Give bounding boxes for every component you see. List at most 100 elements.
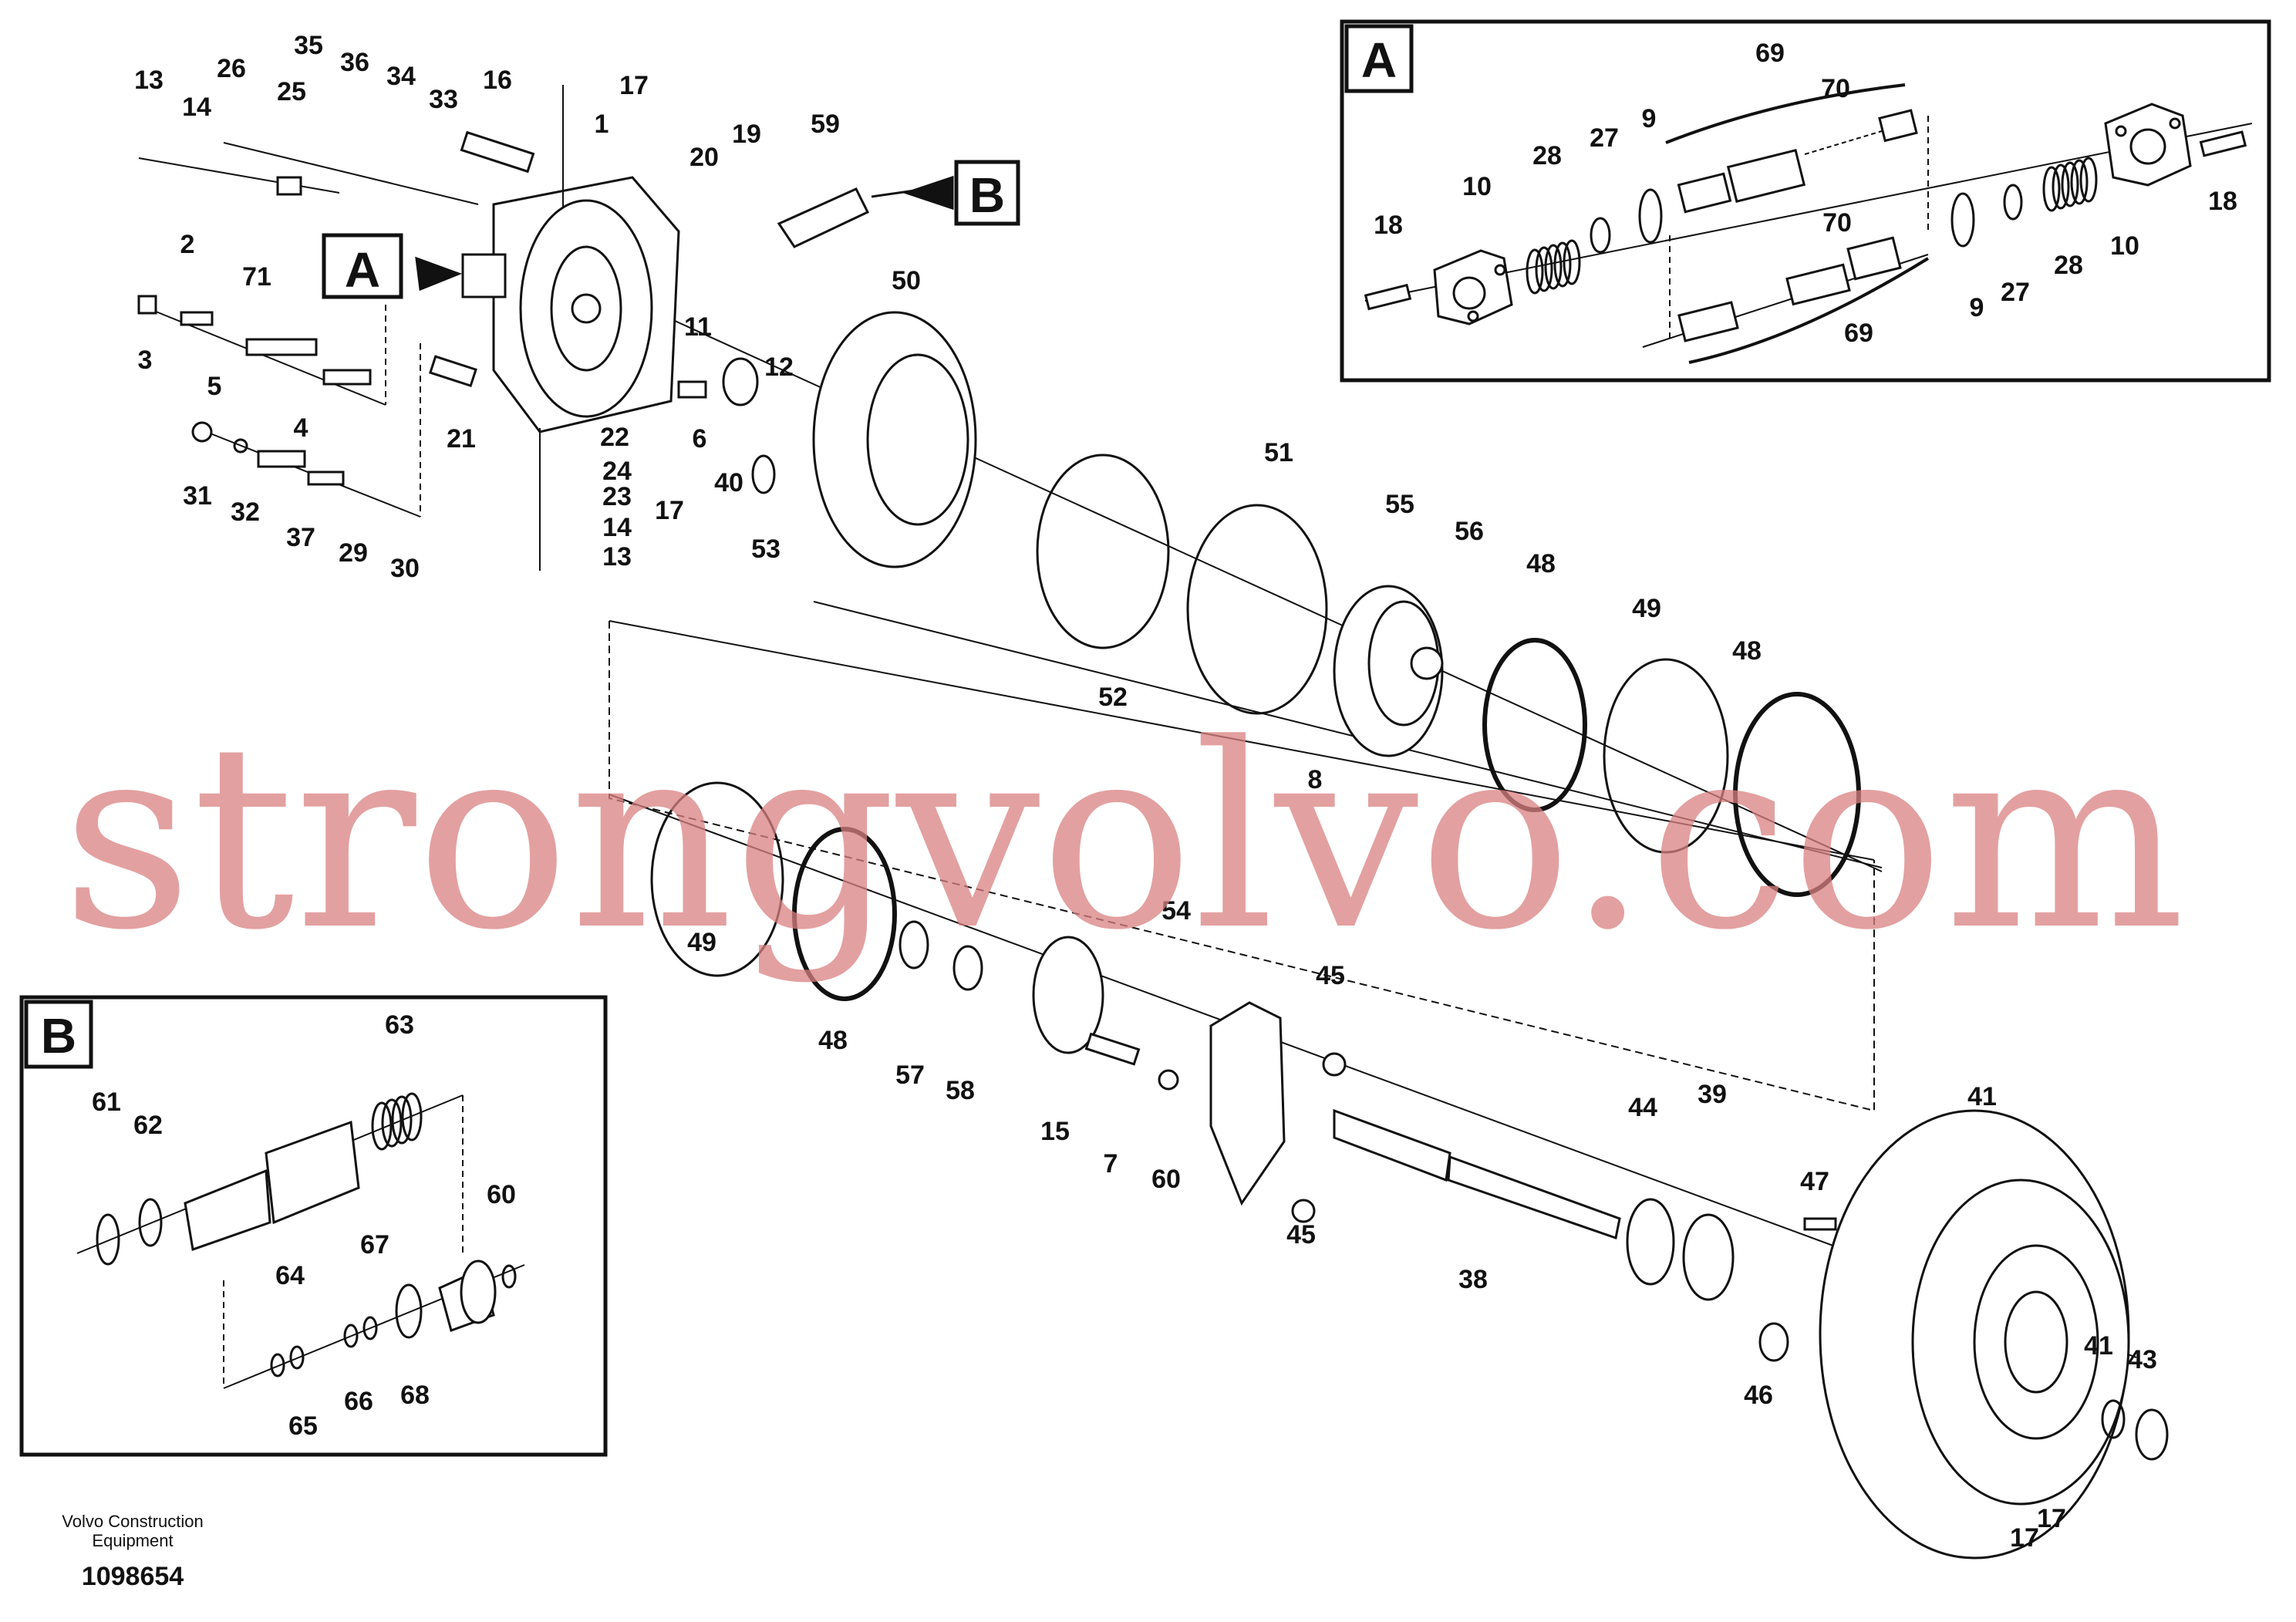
- part-label-28: 28: [1532, 141, 1562, 170]
- main-assembly: B A: [137, 85, 2169, 1560]
- part-label-69: 69: [1844, 319, 1873, 348]
- part-label-13: 13: [602, 542, 632, 572]
- part-label-45: 45: [1286, 1220, 1316, 1249]
- part-label-44: 44: [1628, 1093, 1657, 1122]
- part-label-49: 49: [1632, 594, 1661, 623]
- part-label-66: 66: [344, 1387, 373, 1416]
- part-label-67: 67: [360, 1230, 389, 1259]
- part-label-30: 30: [390, 554, 420, 583]
- part-label-19: 19: [732, 120, 761, 149]
- valve-block: [461, 253, 507, 298]
- part-label-41: 41: [1967, 1082, 1997, 1111]
- part-label-22: 22: [600, 423, 629, 452]
- part-label-35: 35: [294, 31, 323, 60]
- reduction-hub: [1819, 1109, 2130, 1560]
- part-label-25: 25: [277, 77, 306, 106]
- part-label-53: 53: [751, 534, 781, 564]
- part-label-14: 14: [182, 93, 211, 122]
- control-valve-housing-left: [1433, 249, 1513, 325]
- part-label-52: 52: [1098, 683, 1128, 712]
- part-label-28: 28: [2054, 251, 2083, 280]
- part-label-10: 10: [1462, 172, 1492, 201]
- separator-plate-49-lower: [650, 781, 784, 977]
- part-label-33: 33: [429, 85, 458, 114]
- footer-company-line1: Volvo Construction: [62, 1512, 203, 1531]
- part-label-17: 17: [2037, 1504, 2066, 1533]
- callout-b-tag: B: [969, 167, 1005, 223]
- part-label-32: 32: [231, 497, 260, 527]
- part-label-63: 63: [385, 1010, 414, 1040]
- part-label-34: 34: [386, 62, 416, 91]
- part-label-46: 46: [1744, 1381, 1773, 1410]
- separator-plate-49-upper: [1603, 658, 1729, 854]
- detail-a-panel: A: [1340, 19, 2271, 383]
- spool-assembly-upper: [1677, 109, 1918, 214]
- part-label-18: 18: [1374, 211, 1403, 240]
- part-label-7: 7: [1104, 1149, 1118, 1179]
- watermark: strongvolvo.com: [62, 690, 2185, 986]
- o-ring-51: [1186, 504, 1328, 715]
- part-label-55: 55: [1385, 490, 1414, 519]
- drive-shaft-38: [1333, 1108, 1621, 1239]
- part-label-59: 59: [811, 110, 840, 139]
- part-label-20: 20: [689, 143, 719, 172]
- part-label-39: 39: [1698, 1080, 1727, 1109]
- part-label-58: 58: [946, 1076, 975, 1105]
- detail-b-title: B: [41, 1008, 76, 1064]
- part-label-64: 64: [275, 1261, 305, 1290]
- part-label-45: 45: [1316, 961, 1345, 990]
- part-label-51: 51: [1264, 438, 1293, 467]
- part-label-21: 21: [447, 424, 476, 454]
- part-label-70: 70: [1822, 208, 1852, 238]
- part-label-61: 61: [92, 1088, 121, 1117]
- part-label-50: 50: [892, 266, 921, 295]
- plug-59: [777, 187, 870, 248]
- part-label-17: 17: [2010, 1523, 2039, 1553]
- part-label-18: 18: [2208, 187, 2237, 216]
- part-label-57: 57: [895, 1061, 925, 1090]
- part-label-26: 26: [217, 54, 246, 83]
- part-label-41: 41: [2084, 1331, 2113, 1361]
- control-valve-housing-right: [2104, 103, 2192, 187]
- valve-plug: [438, 1259, 497, 1332]
- part-label-68: 68: [400, 1381, 430, 1410]
- cylinder-block-55: [1333, 585, 1444, 757]
- part-label-16: 16: [483, 66, 512, 95]
- friction-plate-48-lower: [792, 827, 897, 1001]
- valve-plate-50: [812, 311, 977, 568]
- part-label-27: 27: [2001, 278, 2030, 307]
- motor-housing: [492, 176, 680, 433]
- part-label-8: 8: [1308, 765, 1323, 794]
- part-label-37: 37: [286, 523, 315, 552]
- part-label-48: 48: [818, 1026, 848, 1055]
- part-label-47: 47: [1800, 1167, 1829, 1196]
- part-label-9: 9: [1970, 293, 1984, 322]
- part-label-49: 49: [687, 928, 716, 957]
- spool-assembly-lower: [1677, 236, 1902, 342]
- part-label-62: 62: [133, 1111, 163, 1140]
- valve-cartridge: [184, 1120, 360, 1252]
- o-ring-52: [1036, 454, 1170, 649]
- part-label-38: 38: [1458, 1265, 1488, 1294]
- part-label-48: 48: [1732, 636, 1762, 666]
- part-label-17: 17: [619, 71, 649, 100]
- part-label-11: 11: [684, 312, 712, 342]
- friction-plate-48-upper: [1482, 638, 1587, 812]
- part-label-4: 4: [294, 413, 308, 443]
- part-label-6: 6: [693, 424, 707, 454]
- part-label-9: 9: [1642, 104, 1657, 133]
- detail-b-panel: B: [19, 995, 608, 1457]
- part-label-60: 60: [1151, 1165, 1181, 1194]
- part-label-65: 65: [288, 1411, 318, 1441]
- part-label-70: 70: [1821, 74, 1850, 103]
- part-label-48: 48: [1526, 549, 1556, 578]
- part-label-69: 69: [1755, 39, 1785, 68]
- part-label-56: 56: [1455, 517, 1484, 546]
- part-label-40: 40: [714, 468, 743, 497]
- part-label-71: 71: [242, 262, 271, 292]
- part-label-17: 17: [655, 496, 684, 525]
- detail-a-title: A: [1361, 32, 1397, 88]
- footer-company-line2: Equipment: [92, 1531, 173, 1550]
